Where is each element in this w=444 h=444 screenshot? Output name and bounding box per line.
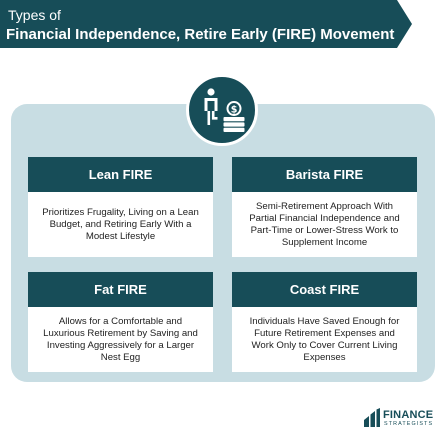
person-stepping-up-coin-stack-icon: $ [204, 88, 245, 132]
bar-chart-logo-icon [364, 408, 380, 427]
card-title: Lean FIRE [28, 157, 213, 192]
fire-badge: $ [186, 74, 258, 146]
card-coast-fire: Coast FIRE Individuals Have Saved Enough… [232, 272, 417, 372]
title-banner [0, 0, 412, 48]
svg-text:$: $ [231, 104, 238, 115]
card-lean-fire: Lean FIRE Prioritizes Frugality, Living … [28, 157, 213, 257]
card-description: Semi-Retirement Approach With Partial Fi… [249, 200, 400, 248]
finance-strategists-logo: FINANCE STRATEGISTS [363, 408, 441, 430]
page-title: Financial Independence, Retire Early (FI… [6, 26, 395, 43]
logo-tagline: STRATEGISTS [384, 421, 434, 427]
card-description: Prioritizes Frugality, Living on a Lean … [42, 206, 199, 242]
card-title: Barista FIRE [232, 157, 417, 192]
card-description: Individuals Have Saved Enough for Future… [249, 315, 400, 363]
logo-name: FINANCE [383, 409, 434, 421]
card-barista-fire: Barista FIRE Semi-Retirement Approach Wi… [232, 157, 417, 257]
card-description: Allows for a Comfortable and Luxurious R… [43, 315, 198, 363]
card-title: Coast FIRE [232, 272, 417, 307]
card-title: Fat FIRE [28, 272, 213, 307]
page-subtitle: Types of [8, 7, 61, 23]
card-fat-fire: Fat FIRE Allows for a Comfortable and Lu… [28, 272, 213, 372]
